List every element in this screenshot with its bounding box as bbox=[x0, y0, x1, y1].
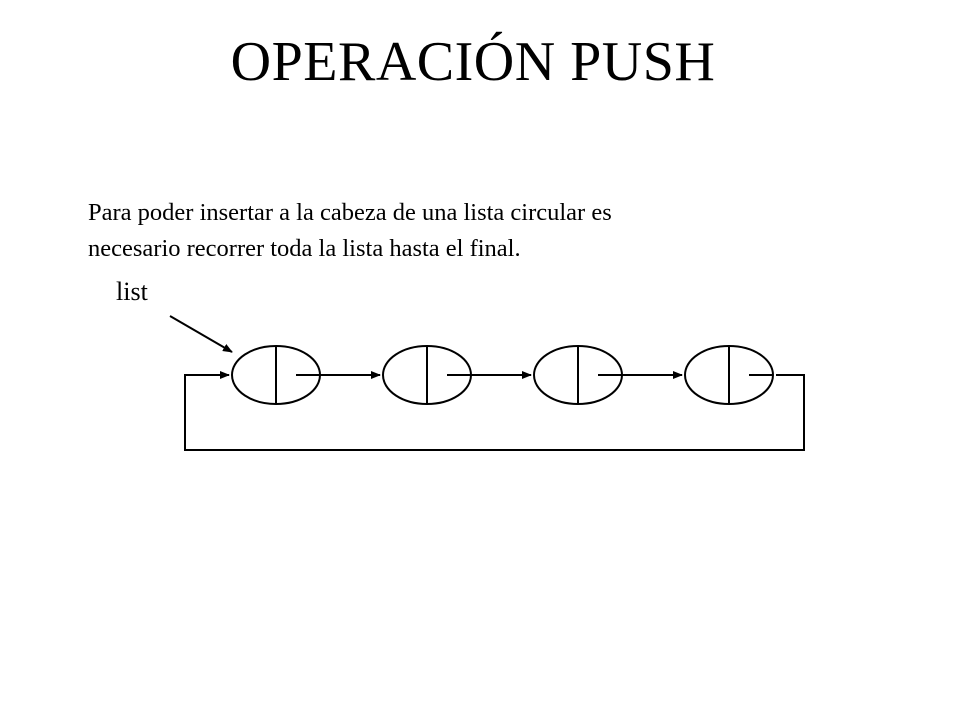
circular-return-link bbox=[184, 371, 805, 451]
list-pointer-arrow bbox=[169, 315, 233, 353]
description-text: Para poder insertar a la cabeza de una l… bbox=[88, 195, 848, 267]
slide-title: OPERACIÓN PUSH bbox=[230, 31, 716, 93]
description-line-2: necesario recorrer toda la lista hasta e… bbox=[88, 235, 521, 262]
description-line-1: Para poder insertar a la cabeza de una l… bbox=[88, 199, 612, 226]
list-pointer-label: list bbox=[116, 277, 148, 306]
